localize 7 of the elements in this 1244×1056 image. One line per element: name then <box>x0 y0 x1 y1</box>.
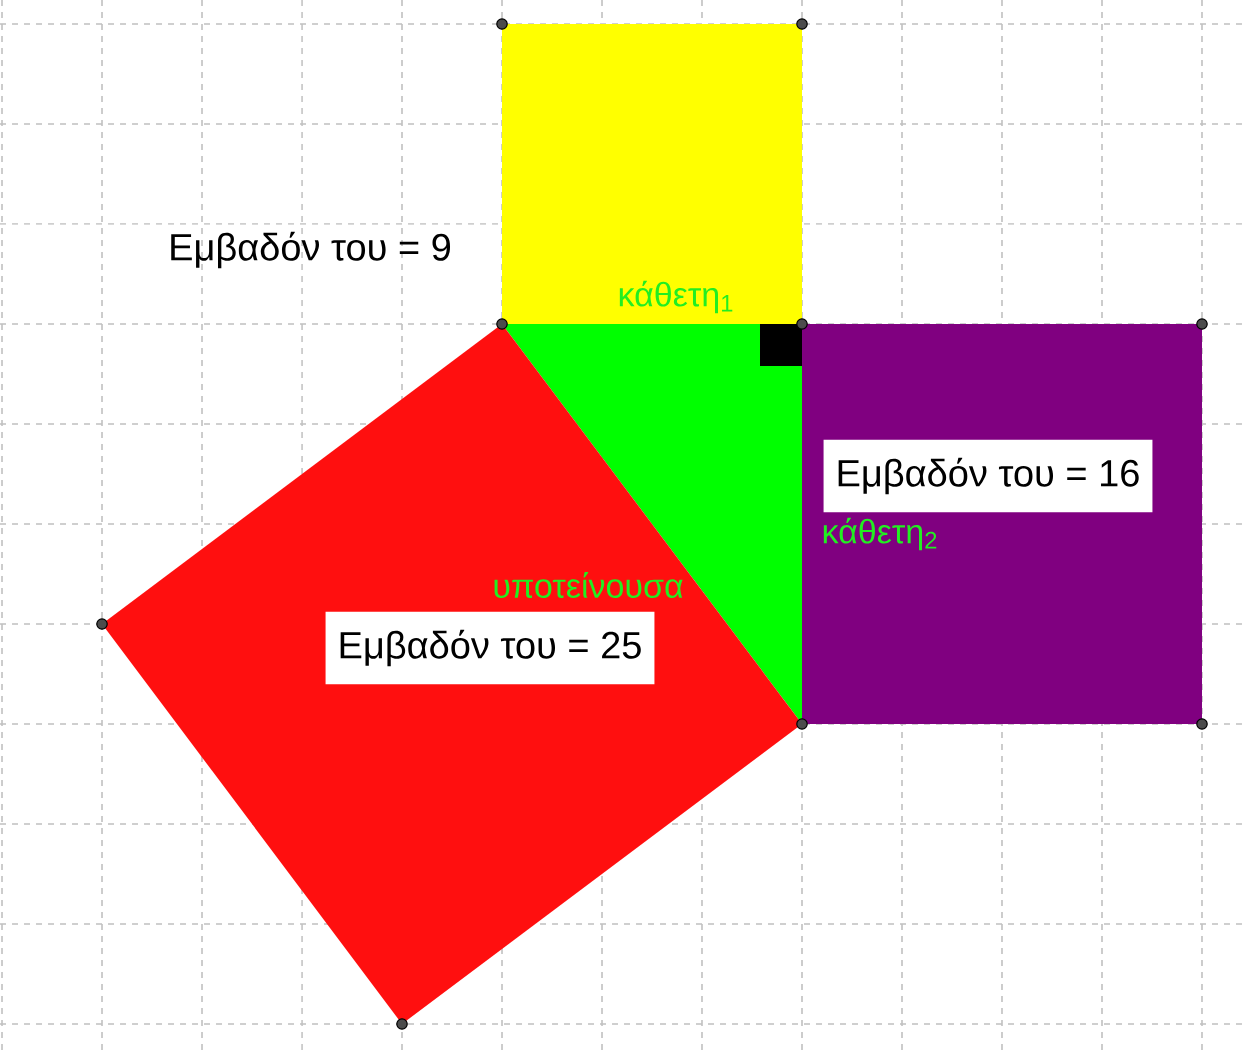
side-label: υποτείνουσα <box>494 572 683 598</box>
square <box>502 24 802 324</box>
area-label: Εμβαδόν του = 16 <box>823 439 1153 513</box>
area-label: Εμβαδόν του = 25 <box>325 611 655 685</box>
side-label: κάθετη$_{1}$ <box>619 280 733 314</box>
side-label: κάθετη$_{2}$ <box>823 517 937 551</box>
area-label: Εμβαδόν του = 9 <box>171 231 451 269</box>
